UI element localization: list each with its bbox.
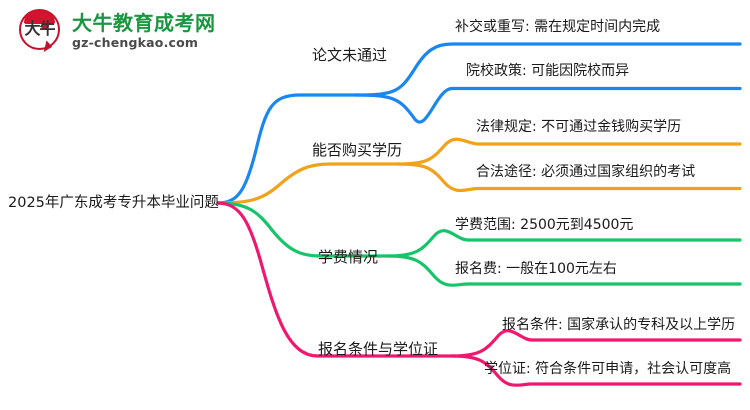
- mindmap-leaf-node-4-2: 学位证: 符合条件可申请，社会认可度高: [484, 361, 732, 377]
- branch-connector-2: [216, 137, 742, 205]
- branch-fork-4-leaf-2: [450, 354, 742, 387]
- branch-connector-1: [216, 42, 742, 205]
- branch-fork-4-leaf-1: [450, 329, 742, 358]
- branch-fork-3-leaf-1: [386, 229, 742, 258]
- logo-bubble-icon: 大牛: [18, 8, 65, 55]
- branch-trunk-4: [216, 201, 454, 358]
- logo-wordmark: 大牛教育成考网 gz-chengkao.com: [72, 13, 216, 50]
- mindmap-branch-node-4: 报名条件与学位证: [318, 340, 439, 358]
- branch-fork-2-leaf-1: [396, 137, 742, 166]
- mindmap-root-node: 2025年广东成考专升本毕业问题: [8, 195, 219, 211]
- mindmap-leaf-node-1-1: 补交或重写: 需在规定时间内完成: [455, 19, 661, 35]
- mindmap-branch-node-3: 学费情况: [318, 248, 379, 266]
- mindmap-leaf-node-2-2: 合法途径: 必须通过国家组织的考试: [476, 164, 696, 180]
- logo-name-en: gz-chengkao.com: [72, 35, 199, 51]
- branch-connector-4: [216, 201, 742, 387]
- branch-trunk-1: [216, 93, 358, 205]
- branch-connector-3: [216, 201, 742, 287]
- logo-red-flag-shape: [42, 14, 49, 29]
- mindmap-leaf-node-4-1: 报名条件: 国家承认的专科及以上学历: [502, 317, 736, 333]
- logo-bubble-tail: [43, 40, 54, 54]
- mindmap-leaf-node-2-1: 法律规定: 不可通过金钱购买学历: [476, 119, 682, 135]
- logo-name-cn: 大牛教育成考网: [72, 11, 216, 36]
- branch-trunk-2: [216, 162, 400, 205]
- mindmap-leaf-node-3-2: 报名费: 一般在100元左右: [455, 261, 617, 277]
- branch-fork-1-leaf-1: [354, 42, 742, 97]
- mindmap-leaf-node-1-2: 院校政策: 可能因院校而异: [466, 63, 630, 79]
- branch-fork-2-leaf-2: [396, 162, 742, 193]
- mindmap-leaf-node-3-1: 学费范围: 2500元到4500元: [455, 217, 634, 233]
- site-logo: 大牛 大牛教育成考网 gz-chengkao.com: [18, 8, 216, 55]
- branch-fork-1-leaf-2: [354, 86, 742, 124]
- logo-mark-text: 大牛: [24, 19, 55, 38]
- branch-trunk-3: [216, 201, 390, 258]
- branch-fork-3-leaf-2: [386, 254, 742, 287]
- mindmap-branch-node-1: 论文未通过: [312, 46, 388, 64]
- mindmap-branch-node-2: 能否购买学历: [312, 141, 403, 159]
